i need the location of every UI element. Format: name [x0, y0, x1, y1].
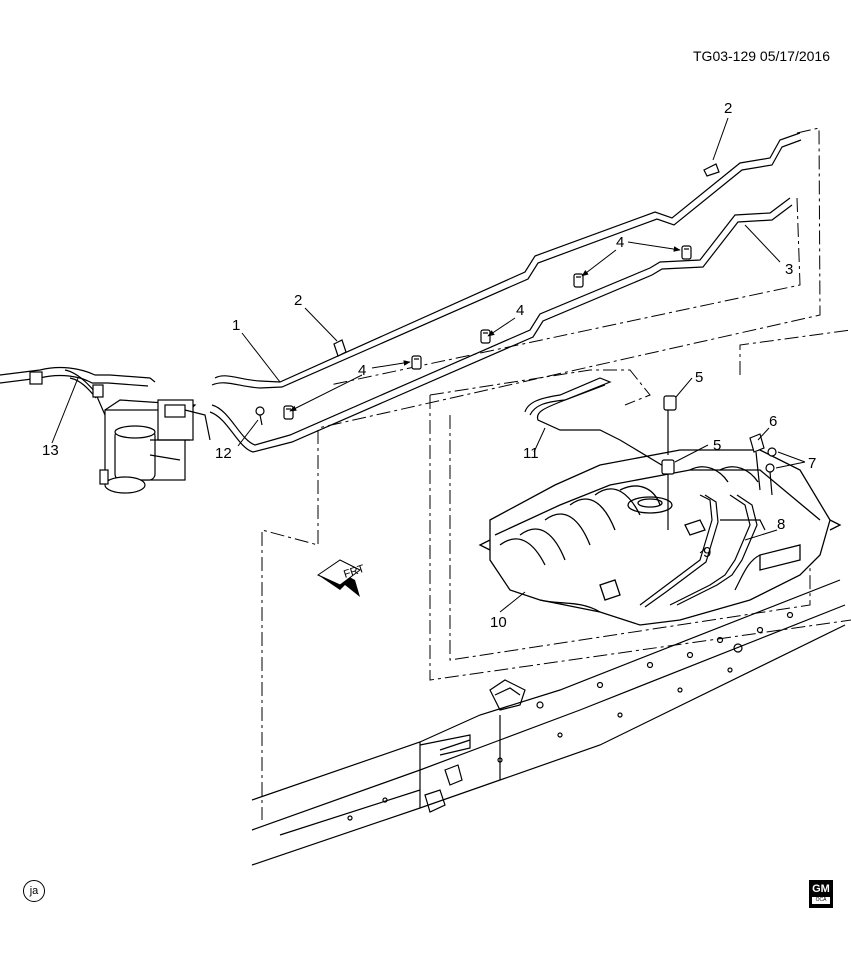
frame-rail: [251, 579, 846, 866]
callout-2-upper: 2: [724, 100, 732, 117]
clip-4a: [681, 245, 692, 260]
callout-12: 12: [215, 445, 232, 462]
gm-logo-subtext: OCA: [812, 897, 830, 904]
document-id: TG03-129 05/17/2016: [693, 48, 830, 64]
illustrator-initials-badge: ja: [23, 880, 45, 902]
gm-logo-text: GM: [812, 883, 830, 895]
tank-lines: [524, 377, 766, 608]
callout-4-b: 4: [516, 302, 524, 319]
callout-2-lower: 2: [294, 292, 302, 309]
clip-4d: [411, 355, 422, 370]
callout-4-a: 4: [616, 234, 624, 251]
frt-arrow-icon: FRT: [316, 559, 366, 597]
fuel-filter-assembly-13: [0, 366, 211, 494]
callout-6: 6: [769, 413, 777, 430]
callout-11: 11: [523, 445, 539, 462]
callout-7: 7: [808, 455, 816, 472]
callout-4-c: 4: [358, 362, 366, 379]
callout-5-lower: 5: [713, 437, 721, 454]
bolt-12: [255, 406, 265, 426]
group-boundary-lines: [261, 127, 851, 820]
line-clips-4: [283, 245, 692, 420]
clip-4e: [283, 405, 294, 420]
retainers-2: [333, 163, 720, 357]
leader-lines: [51, 117, 806, 613]
callout-13: 13: [42, 442, 59, 459]
clip-4c: [480, 329, 491, 344]
callout-3: 3: [785, 261, 793, 278]
fuel-line-3: [209, 197, 793, 453]
callout-5-upper: 5: [695, 369, 703, 386]
callout-labels: 2 2 1 3 4 4 4 4 5 5 6 7 8 9 10 11 12 13: [42, 100, 816, 631]
callout-1: 1: [232, 317, 240, 334]
fuel-tank-10: [478, 449, 842, 626]
gm-logo: GM OCA: [809, 880, 833, 908]
tank-fittings: [661, 395, 777, 530]
fuel-line-1: [211, 132, 802, 389]
callout-8: 8: [777, 516, 785, 533]
callout-10: 10: [490, 614, 507, 631]
clip-4b: [573, 273, 584, 288]
callout-9: 9: [703, 544, 711, 561]
